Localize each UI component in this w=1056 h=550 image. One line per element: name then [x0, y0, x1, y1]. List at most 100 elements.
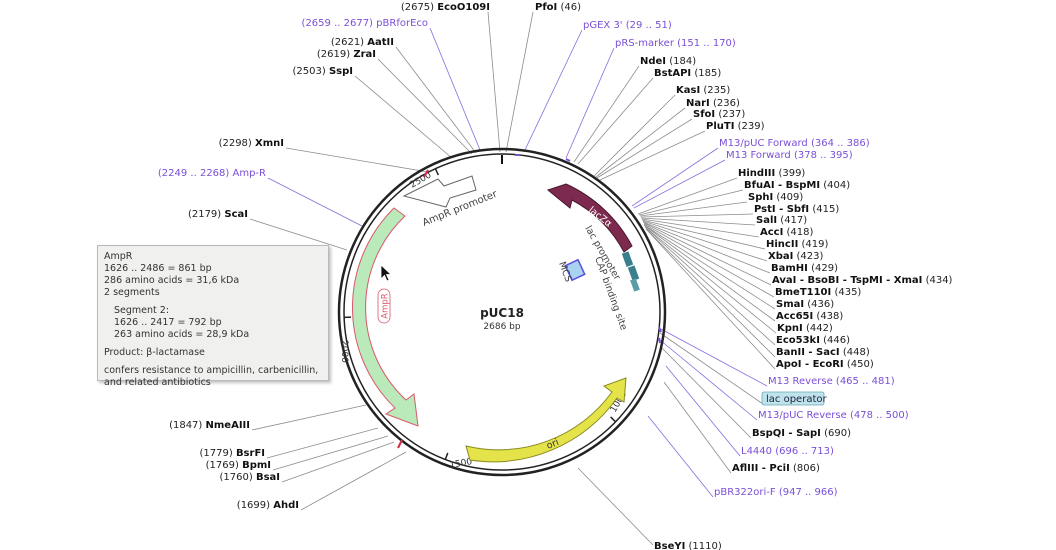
lac-promoter-box[interactable]	[621, 251, 634, 267]
leader-ahdi	[300, 451, 407, 511]
site-label-pluti[interactable]: PluTI (239)	[706, 121, 765, 132]
svg-text:BamHI (429): BamHI (429)	[771, 263, 838, 274]
leader-bstapi	[577, 77, 654, 165]
label-pos: (419)	[801, 239, 828, 250]
site-label-bfuai-bspmi[interactable]: BfuAI - BspMI (404)	[744, 180, 850, 191]
ori-feature-arrow[interactable]	[465, 377, 627, 463]
site-label-bstapi[interactable]: BstAPI (185)	[654, 68, 721, 79]
site-label-aatii[interactable]: (2621) AatII	[331, 37, 394, 48]
svg-text:pBR322ori-F (947 .. 966): pBR322ori-F (947 .. 966)	[714, 487, 838, 498]
label-name: AhdI	[273, 500, 299, 511]
label-pos: (434)	[926, 275, 953, 286]
svg-text:M13 Reverse (465 .. 481): M13 Reverse (465 .. 481)	[768, 376, 895, 387]
site-label-acci[interactable]: AccI (418)	[760, 227, 814, 238]
site-label-sali[interactable]: SalI (417)	[756, 215, 807, 226]
site-label-smai[interactable]: SmaI (436)	[776, 299, 834, 310]
site-label-afliii-pcii[interactable]: AflIII - PciI (806)	[732, 463, 820, 474]
svg-text:PstI - SbfI (415): PstI - SbfI (415)	[754, 204, 839, 215]
label-name: BpmI	[242, 460, 271, 471]
site-label-pbr322ori-f[interactable]: pBR322ori-F (947 .. 966)	[714, 487, 838, 498]
site-label-m13-reverse[interactable]: M13 Reverse (465 .. 481)	[768, 376, 895, 387]
label-pos: (1847)	[169, 420, 202, 431]
leader-bamhi	[642, 221, 771, 274]
site-label-bmet110i[interactable]: BmeT110I (435)	[775, 287, 861, 298]
site-label-bsai[interactable]: (1760) BsaI	[220, 472, 281, 483]
site-label-zrai[interactable]: (2619) ZraI	[317, 49, 376, 60]
svg-text:SfoI (237): SfoI (237)	[693, 109, 745, 120]
label-pos: (436)	[807, 299, 834, 310]
svg-text:HincII (419): HincII (419)	[766, 239, 828, 250]
site-label-sfoi[interactable]: SfoI (237)	[693, 109, 745, 120]
site-label-prs-marker[interactable]: pRS-marker (151 .. 170)	[615, 38, 736, 49]
site-label-xbai[interactable]: XbaI (423)	[768, 251, 824, 262]
site-label-psti-sbfi[interactable]: PstI - SbfI (415)	[754, 204, 839, 215]
site-label-bseyi[interactable]: BseYI (1110)	[654, 541, 722, 550]
site-label-acc65i[interactable]: Acc65I (438)	[776, 311, 843, 322]
label-pos: (2503)	[293, 66, 326, 77]
lacza-feature-arrow[interactable]	[546, 183, 633, 253]
site-label-m13-forward[interactable]: M13 Forward (378 .. 395)	[726, 150, 853, 161]
site-label-bspqi-sapi[interactable]: BspQI - SapI (690)	[752, 428, 851, 439]
site-label-nari[interactable]: NarI (236)	[686, 98, 740, 109]
site-label-hindiii[interactable]: HindIII (399)	[738, 168, 805, 179]
site-label-kasi[interactable]: KasI (235)	[676, 85, 730, 96]
svg-text:M13/pUC Reverse (478 .. 500): M13/pUC Reverse (478 .. 500)	[758, 410, 909, 421]
site-label-bpmi[interactable]: (1769) BpmI	[206, 460, 271, 471]
svg-text:L4440 (696 .. 713): L4440 (696 .. 713)	[741, 446, 834, 457]
site-label-avai-bsobi-tspmi-xmai[interactable]: AvaI - BsoBI - TspMI - XmaI (434)	[772, 275, 953, 286]
site-label-nmeaiii[interactable]: (1847) NmeAIII	[169, 420, 250, 431]
label-pos: (947 .. 966)	[779, 487, 838, 498]
label-pos: (1699)	[237, 500, 270, 511]
site-label-eco53ki[interactable]: Eco53kI (446)	[776, 335, 850, 346]
site-label-kpni[interactable]: KpnI (442)	[777, 323, 833, 334]
label-name: AccI	[760, 227, 783, 238]
svg-text:BanII - SacI (448): BanII - SacI (448)	[776, 347, 870, 358]
svg-text:PfoI (46): PfoI (46)	[535, 2, 581, 13]
label-pos: (151 .. 170)	[677, 38, 736, 49]
svg-text:SphI (409): SphI (409)	[748, 192, 803, 203]
svg-text:(2675) EcoO109I: (2675) EcoO109I	[401, 2, 490, 13]
svg-text:(1699) AhdI: (1699) AhdI	[237, 500, 299, 511]
site-label-ecoo109i[interactable]: (2675) EcoO109I	[401, 2, 490, 13]
site-label-sspi[interactable]: (2503) SspI	[293, 66, 354, 77]
site-label-scai[interactable]: (2179) ScaI	[188, 209, 248, 220]
site-label-apoi-ecori[interactable]: ApoI - EcoRI (450)	[776, 359, 874, 370]
svg-text:BstAPI (185): BstAPI (185)	[654, 68, 721, 79]
site-label-lac-operator[interactable]: lac operator	[761, 391, 827, 406]
leader-pbrforeco	[429, 27, 481, 151]
site-label-xmni[interactable]: (2298) XmnI	[219, 138, 284, 149]
ampr-promoter-arrow[interactable]	[402, 175, 477, 208]
label-name: ZraI	[353, 49, 376, 60]
site-label-ndei[interactable]: NdeI (184)	[640, 56, 696, 67]
site-label-pbrforeco[interactable]: (2659 .. 2677) pBRforEco	[302, 18, 428, 29]
site-label-bamhi[interactable]: BamHI (429)	[771, 263, 838, 274]
label-name: SphI	[748, 192, 773, 203]
lac-operator-box[interactable]	[630, 278, 640, 292]
site-label-banii-saci[interactable]: BanII - SacI (448)	[776, 347, 870, 358]
label-name: PfoI	[535, 2, 557, 13]
site-label-m13-puc-forward[interactable]: M13/pUC Forward (364 .. 386)	[719, 138, 870, 149]
site-label-amp-r[interactable]: (2249 .. 2268) Amp-R	[158, 168, 266, 179]
leader-m13-puc-forward	[631, 147, 719, 207]
site-label-sphi[interactable]: SphI (409)	[748, 192, 803, 203]
svg-text:(1847) NmeAIII: (1847) NmeAIII	[169, 420, 250, 431]
label-name: NdeI	[640, 56, 666, 67]
label-name: Eco53kI	[776, 335, 820, 346]
label-pos: (446)	[823, 335, 850, 346]
site-label-l4440[interactable]: L4440 (696 .. 713)	[741, 446, 834, 457]
site-label-ahdi[interactable]: (1699) AhdI	[237, 500, 299, 511]
tick-label-1500: 1500	[449, 457, 474, 471]
label-name: SspI	[329, 66, 353, 77]
leader-m13-puc-reverse	[659, 339, 758, 421]
site-label-hincii[interactable]: HincII (419)	[766, 239, 828, 250]
leader-amp-r	[267, 177, 363, 227]
site-label-pfoi[interactable]: PfoI (46)	[535, 2, 581, 13]
cap-site-box[interactable]	[627, 265, 640, 281]
site-label-pgex-3[interactable]: pGEX 3' (29 .. 51)	[583, 20, 672, 31]
mcs-box[interactable]	[564, 258, 586, 282]
site-label-m13-puc-reverse[interactable]: M13/pUC Reverse (478 .. 500)	[758, 410, 909, 421]
ampr-feature-arrow[interactable]	[352, 207, 419, 427]
site-label-bsrfi[interactable]: (1779) BsrFI	[199, 448, 265, 459]
svg-text:(2179) ScaI: (2179) ScaI	[188, 209, 248, 220]
tooltip-note: confers resistance to ampicillin, carben…	[104, 365, 319, 388]
